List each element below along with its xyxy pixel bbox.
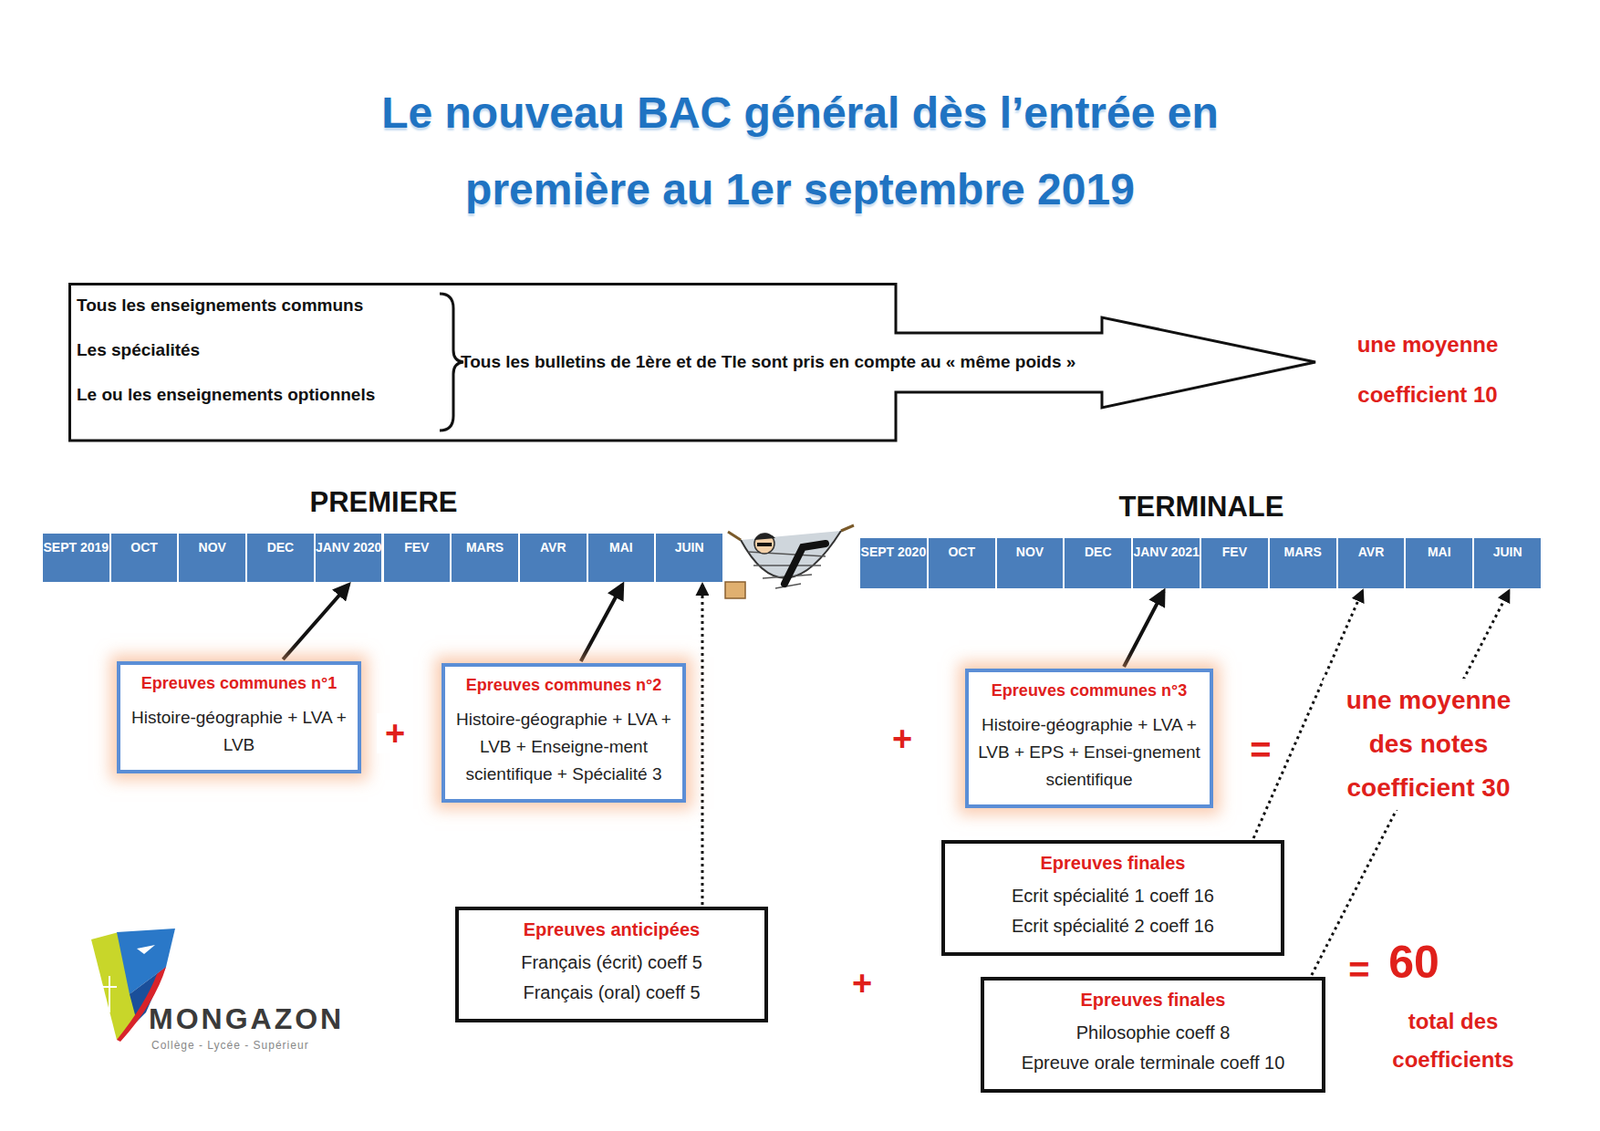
exam-box: Epreuves communes n°2Histoire-géographie… xyxy=(441,663,686,803)
month-cell: SEPT 2019 xyxy=(42,533,110,582)
timeline-band: PREMIERESEPT 2019OCTNOVDECJANV 2020FEVMA… xyxy=(42,486,725,582)
month-cell: SEPT 2020 xyxy=(860,538,927,589)
month-cell: AVR xyxy=(1338,538,1405,589)
month-label: MARS xyxy=(1269,543,1337,561)
month-cell: JANV 2020 xyxy=(315,533,383,582)
month-cell: JUIN xyxy=(655,533,723,582)
month-cell: FEV xyxy=(1201,538,1268,589)
month-label: JANV 2020 xyxy=(315,539,383,556)
box-text: Histoire-géographie + LVA + LVB + Enseig… xyxy=(454,706,674,789)
month-label: OCT xyxy=(111,539,178,556)
box-text: Ecrit spécialité 2 coeff 16 xyxy=(955,911,1270,942)
month-label: FEV xyxy=(1201,543,1268,561)
month-cell: JUIN xyxy=(1474,538,1541,589)
month-cell: AVR xyxy=(519,533,587,582)
box-text: Histoire-géographie + LVA + LVB xyxy=(129,704,349,759)
month-label: NOV xyxy=(178,539,246,556)
month-cell: DEC xyxy=(1064,538,1132,589)
box-text: Les spécialités xyxy=(76,340,200,361)
month-cell: MAI xyxy=(1405,538,1473,589)
month-cell: MARS xyxy=(451,533,519,582)
month-cell: OCT xyxy=(111,533,178,582)
timeline-band: TERMINALESEPT 2020OCTNOVDECJANV 2021FEVM… xyxy=(860,490,1543,589)
arrow xyxy=(1123,591,1164,667)
arrow-outline-shape xyxy=(70,284,1317,442)
plus-sign: + xyxy=(376,713,414,754)
arrow xyxy=(282,584,349,660)
month-label: AVR xyxy=(1338,543,1405,561)
box-text: Epreuve orale terminale coeff 10 xyxy=(995,1048,1311,1079)
dotted-arrow xyxy=(700,584,704,905)
month-cell: MAI xyxy=(588,533,655,582)
box-heading: Tous les enseignements communs xyxy=(76,295,364,316)
exam-box: Epreuves communes n°1Histoire-géographie… xyxy=(116,661,362,774)
box-text: Français (écrit) coeff 5 xyxy=(469,947,754,978)
month-label: OCT xyxy=(928,543,996,561)
score-note: une moyenne coefficient 10 xyxy=(1336,319,1519,420)
box-heading: Epreuves communes n°1 xyxy=(129,674,349,694)
month-cell: JANV 2021 xyxy=(1132,538,1200,589)
brace xyxy=(439,293,464,431)
month-cell: NOV xyxy=(997,538,1064,589)
month-cell: FEV xyxy=(384,533,451,582)
band-heading: PREMIERE xyxy=(42,486,725,520)
month-label: DEC xyxy=(247,539,314,556)
month-cell: DEC xyxy=(247,533,314,582)
exam-box: Epreuves communes n°3Histoire-géographie… xyxy=(965,668,1214,809)
month-label: JUIN xyxy=(655,539,723,556)
month-label: AVR xyxy=(519,539,587,556)
exam-box: Epreuves anticipéesFrançais (écrit) coef… xyxy=(455,906,769,1023)
month-label: DEC xyxy=(1064,543,1132,561)
score-note: une moyenne des notes coefficient 30 xyxy=(1323,678,1534,811)
month-label: MAI xyxy=(588,539,655,556)
month-cell: MARS xyxy=(1269,538,1337,589)
arrow-box: Tous les enseignements communsLes spécia… xyxy=(68,282,1319,443)
box-heading: Epreuves finales xyxy=(995,989,1311,1011)
plus-sign: + xyxy=(843,963,881,1004)
title: Le nouveau BAC général dès l’entrée en p… xyxy=(316,74,1284,229)
hammock-illustration xyxy=(725,525,854,599)
box-text: Tous les bulletins de 1ère et de Tle son… xyxy=(460,352,1076,373)
box-text: Ecrit spécialité 1 coeff 16 xyxy=(955,881,1270,912)
score-note: total des coefficients xyxy=(1361,1002,1545,1080)
month-label: SEPT 2020 xyxy=(860,543,927,561)
equals-sign: = xyxy=(1342,948,1376,991)
month-cell: OCT xyxy=(928,538,996,589)
month-label: JANV 2021 xyxy=(1132,543,1200,561)
box-heading: Epreuves finales xyxy=(955,852,1270,874)
month-label: JUIN xyxy=(1474,543,1541,561)
month-label: MARS xyxy=(451,539,519,556)
box-text: Le ou les enseignements optionnels xyxy=(76,384,375,406)
band-heading: TERMINALE xyxy=(860,490,1543,524)
arrow xyxy=(581,584,624,662)
month-label: NOV xyxy=(997,543,1064,561)
box-heading: Epreuves communes n°3 xyxy=(977,681,1201,701)
month-label: MAI xyxy=(1405,543,1473,561)
equals-sign: = xyxy=(1245,728,1277,771)
box-text: Histoire-géographie + LVA + LVB + EPS + … xyxy=(977,711,1201,794)
box-heading: Epreuves communes n°2 xyxy=(454,675,674,696)
month-cell: NOV xyxy=(178,533,246,582)
total-number: 60 xyxy=(1381,935,1447,989)
exam-box: Epreuves finalesPhilosophie coeff 8Epreu… xyxy=(980,976,1326,1093)
box-text: Français (oral) coeff 5 xyxy=(469,977,754,1008)
exam-box: Epreuves finalesEcrit spécialité 1 coeff… xyxy=(941,840,1285,956)
month-label: SEPT 2019 xyxy=(42,539,110,556)
month-label: FEV xyxy=(384,539,451,556)
box-heading: Epreuves anticipées xyxy=(469,919,754,941)
plus-sign: + xyxy=(883,718,921,759)
logo-tagline: Collège - Lycée - Supérieur xyxy=(151,1038,371,1053)
logo-name: MONGAZON xyxy=(148,1001,368,1037)
box-text: Philosophie coeff 8 xyxy=(995,1018,1311,1049)
